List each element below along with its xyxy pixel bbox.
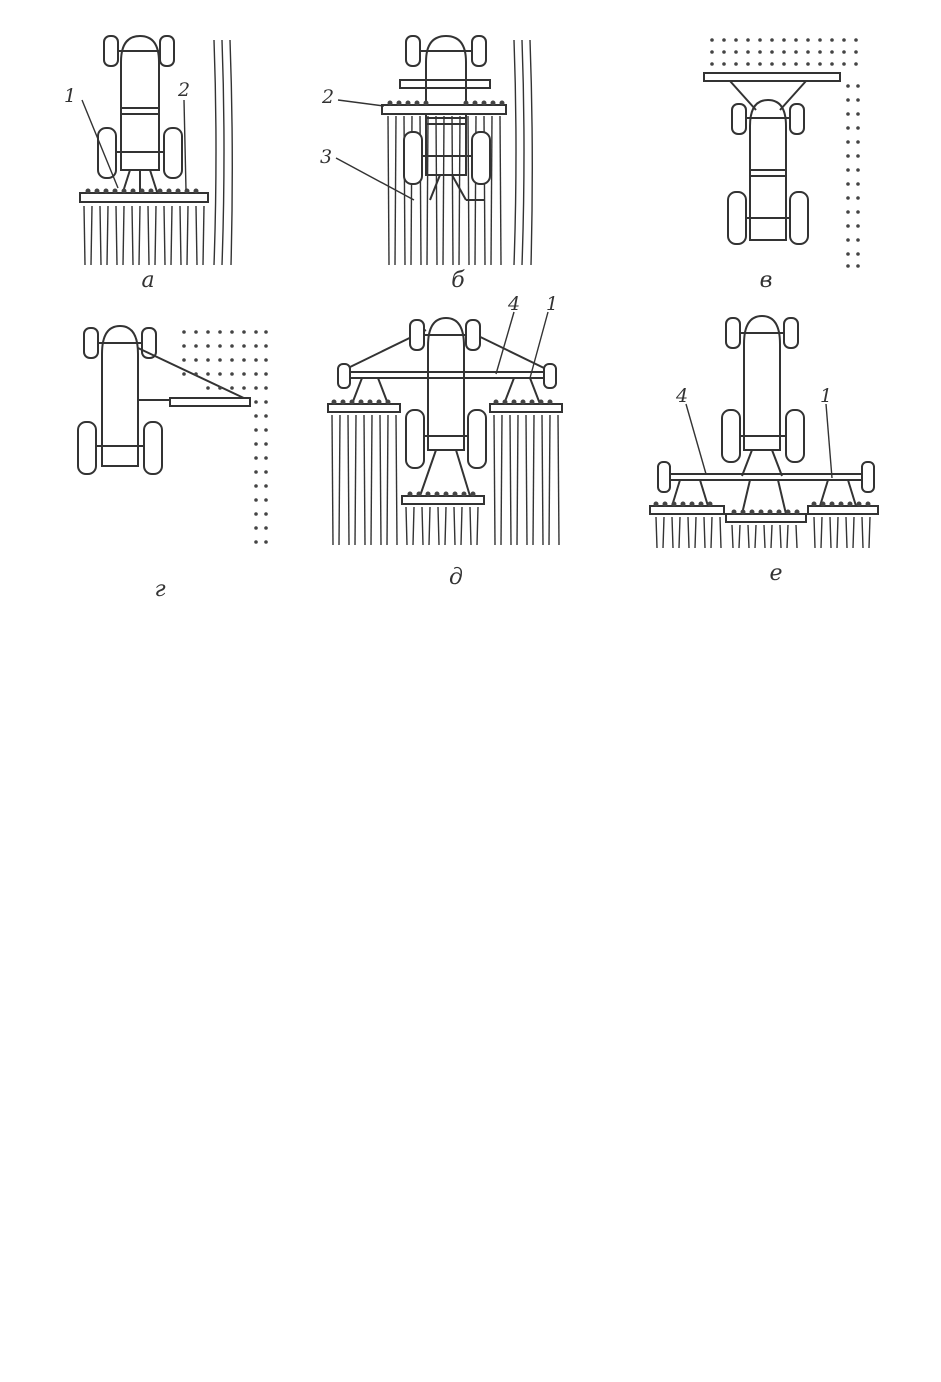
panel-a: 1 2 а bbox=[64, 36, 232, 293]
tractor bbox=[728, 81, 808, 244]
hitch-bar bbox=[338, 364, 556, 496]
leader-line bbox=[686, 404, 706, 474]
callout-3: 3 bbox=[320, 146, 332, 168]
harrow-section bbox=[704, 73, 840, 81]
callout-4: 4 bbox=[507, 293, 520, 315]
panel-v: в bbox=[704, 38, 860, 293]
leader-line bbox=[338, 100, 384, 106]
field-boundary bbox=[214, 40, 232, 265]
leader-line bbox=[336, 158, 414, 200]
tractor bbox=[348, 318, 544, 468]
panel-caption: в bbox=[760, 268, 773, 293]
leader-line bbox=[496, 312, 514, 374]
panel-caption: б bbox=[451, 268, 465, 293]
panel-caption: а bbox=[141, 268, 154, 293]
panel-e: 4 1 е bbox=[650, 316, 878, 586]
field-boundary bbox=[514, 40, 532, 265]
callout-2: 2 bbox=[177, 79, 190, 101]
leader-line bbox=[826, 404, 832, 478]
callout-4: 4 bbox=[675, 385, 688, 407]
harrow-section bbox=[808, 506, 878, 514]
stubble-field-side bbox=[846, 84, 860, 268]
harrow-section bbox=[726, 514, 806, 522]
harrow-section bbox=[402, 496, 484, 504]
stubble-field-top bbox=[710, 38, 858, 66]
field-strip bbox=[84, 206, 204, 265]
tractor bbox=[722, 316, 804, 476]
callout-2: 2 bbox=[321, 86, 334, 108]
harrow-section bbox=[382, 105, 506, 114]
leader-line bbox=[184, 100, 186, 190]
harrow-section bbox=[490, 404, 562, 412]
harrow-section bbox=[650, 506, 724, 514]
panel-caption: е bbox=[769, 561, 782, 586]
harrow-section bbox=[170, 398, 250, 406]
harrow-section bbox=[80, 193, 208, 202]
panel-g: г bbox=[78, 326, 268, 602]
panel-caption: д bbox=[449, 565, 463, 590]
panel-b: 2 3 б bbox=[320, 36, 532, 293]
panel-caption: г bbox=[154, 577, 165, 602]
callout-1: 1 bbox=[546, 293, 558, 315]
harrow-section bbox=[328, 404, 400, 412]
callout-1: 1 bbox=[64, 85, 76, 107]
panel-d: 4 1 д bbox=[328, 293, 562, 590]
field-strip bbox=[332, 415, 559, 545]
stubble-field bbox=[182, 330, 268, 544]
callout-1: 1 bbox=[820, 385, 832, 407]
